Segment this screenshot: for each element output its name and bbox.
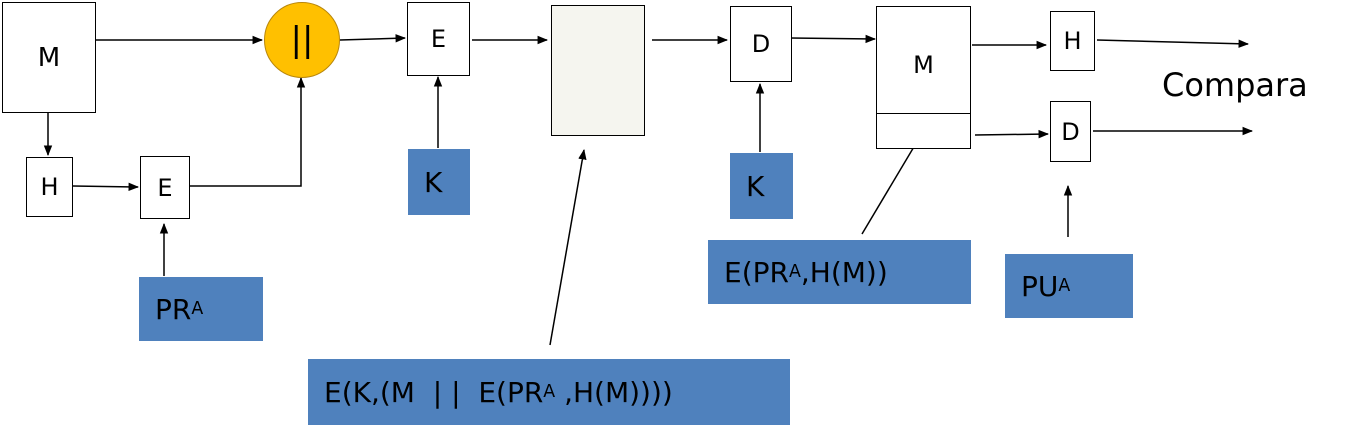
encrypt-box-symmetric: E — [407, 2, 470, 76]
public-key-label-base: PU — [1021, 269, 1059, 303]
arrow-m-to-d — [974, 129, 1050, 139]
session-key-label-encrypt-text: K — [424, 165, 443, 199]
decrypt-box-symmetric: D — [730, 6, 792, 82]
hash-box-receiver: H — [1050, 11, 1095, 71]
session-key-label-encrypt: K — [408, 149, 470, 215]
transit-box — [551, 5, 645, 136]
message-box-sender-text: M — [37, 42, 61, 73]
compare-text: Compara — [1162, 66, 1308, 104]
ciphertext-label-post: ,H(M)))) — [555, 375, 673, 409]
arrow-e-to-concat — [190, 76, 306, 187]
arrow-d-to-m — [789, 34, 877, 44]
decrypt-box-signature-text: D — [1061, 117, 1080, 146]
session-key-label-decrypt-text: K — [746, 169, 765, 203]
encrypt-box-signature: E — [140, 156, 190, 219]
signature-label-pre: E(PR — [724, 255, 789, 289]
arrow-concat-to-e — [339, 34, 407, 43]
private-key-label-base: PR — [155, 292, 192, 326]
hash-box-sender-text: H — [40, 173, 59, 201]
arrow-h-to-e — [72, 182, 140, 192]
hash-box-receiver-text: H — [1063, 27, 1082, 55]
ciphertext-label-pre: E(K,(M | | E(PR — [324, 375, 544, 409]
encrypt-box-symmetric-text: E — [430, 25, 447, 53]
message-box-receiver-text: M — [913, 51, 934, 79]
arrow-h-to-compare — [1096, 39, 1250, 48]
hash-box-sender: H — [26, 157, 73, 217]
concat-circle-text: || — [290, 20, 314, 60]
decrypt-box-signature: D — [1050, 101, 1091, 162]
encrypt-box-signature-text: E — [157, 173, 173, 202]
signature-label-post: ,H(M)) — [800, 255, 888, 289]
arrow-cipher-to-transit — [549, 148, 587, 346]
message-box-sender: M — [2, 2, 96, 113]
session-key-label-decrypt: K — [730, 153, 793, 219]
decrypt-box-symmetric-text: D — [751, 30, 771, 58]
message-box-receiver: M — [876, 6, 971, 149]
message-box-receiver-divider — [876, 113, 971, 114]
concat-circle: || — [264, 2, 340, 78]
arrow-sig-to-m — [861, 134, 922, 235]
